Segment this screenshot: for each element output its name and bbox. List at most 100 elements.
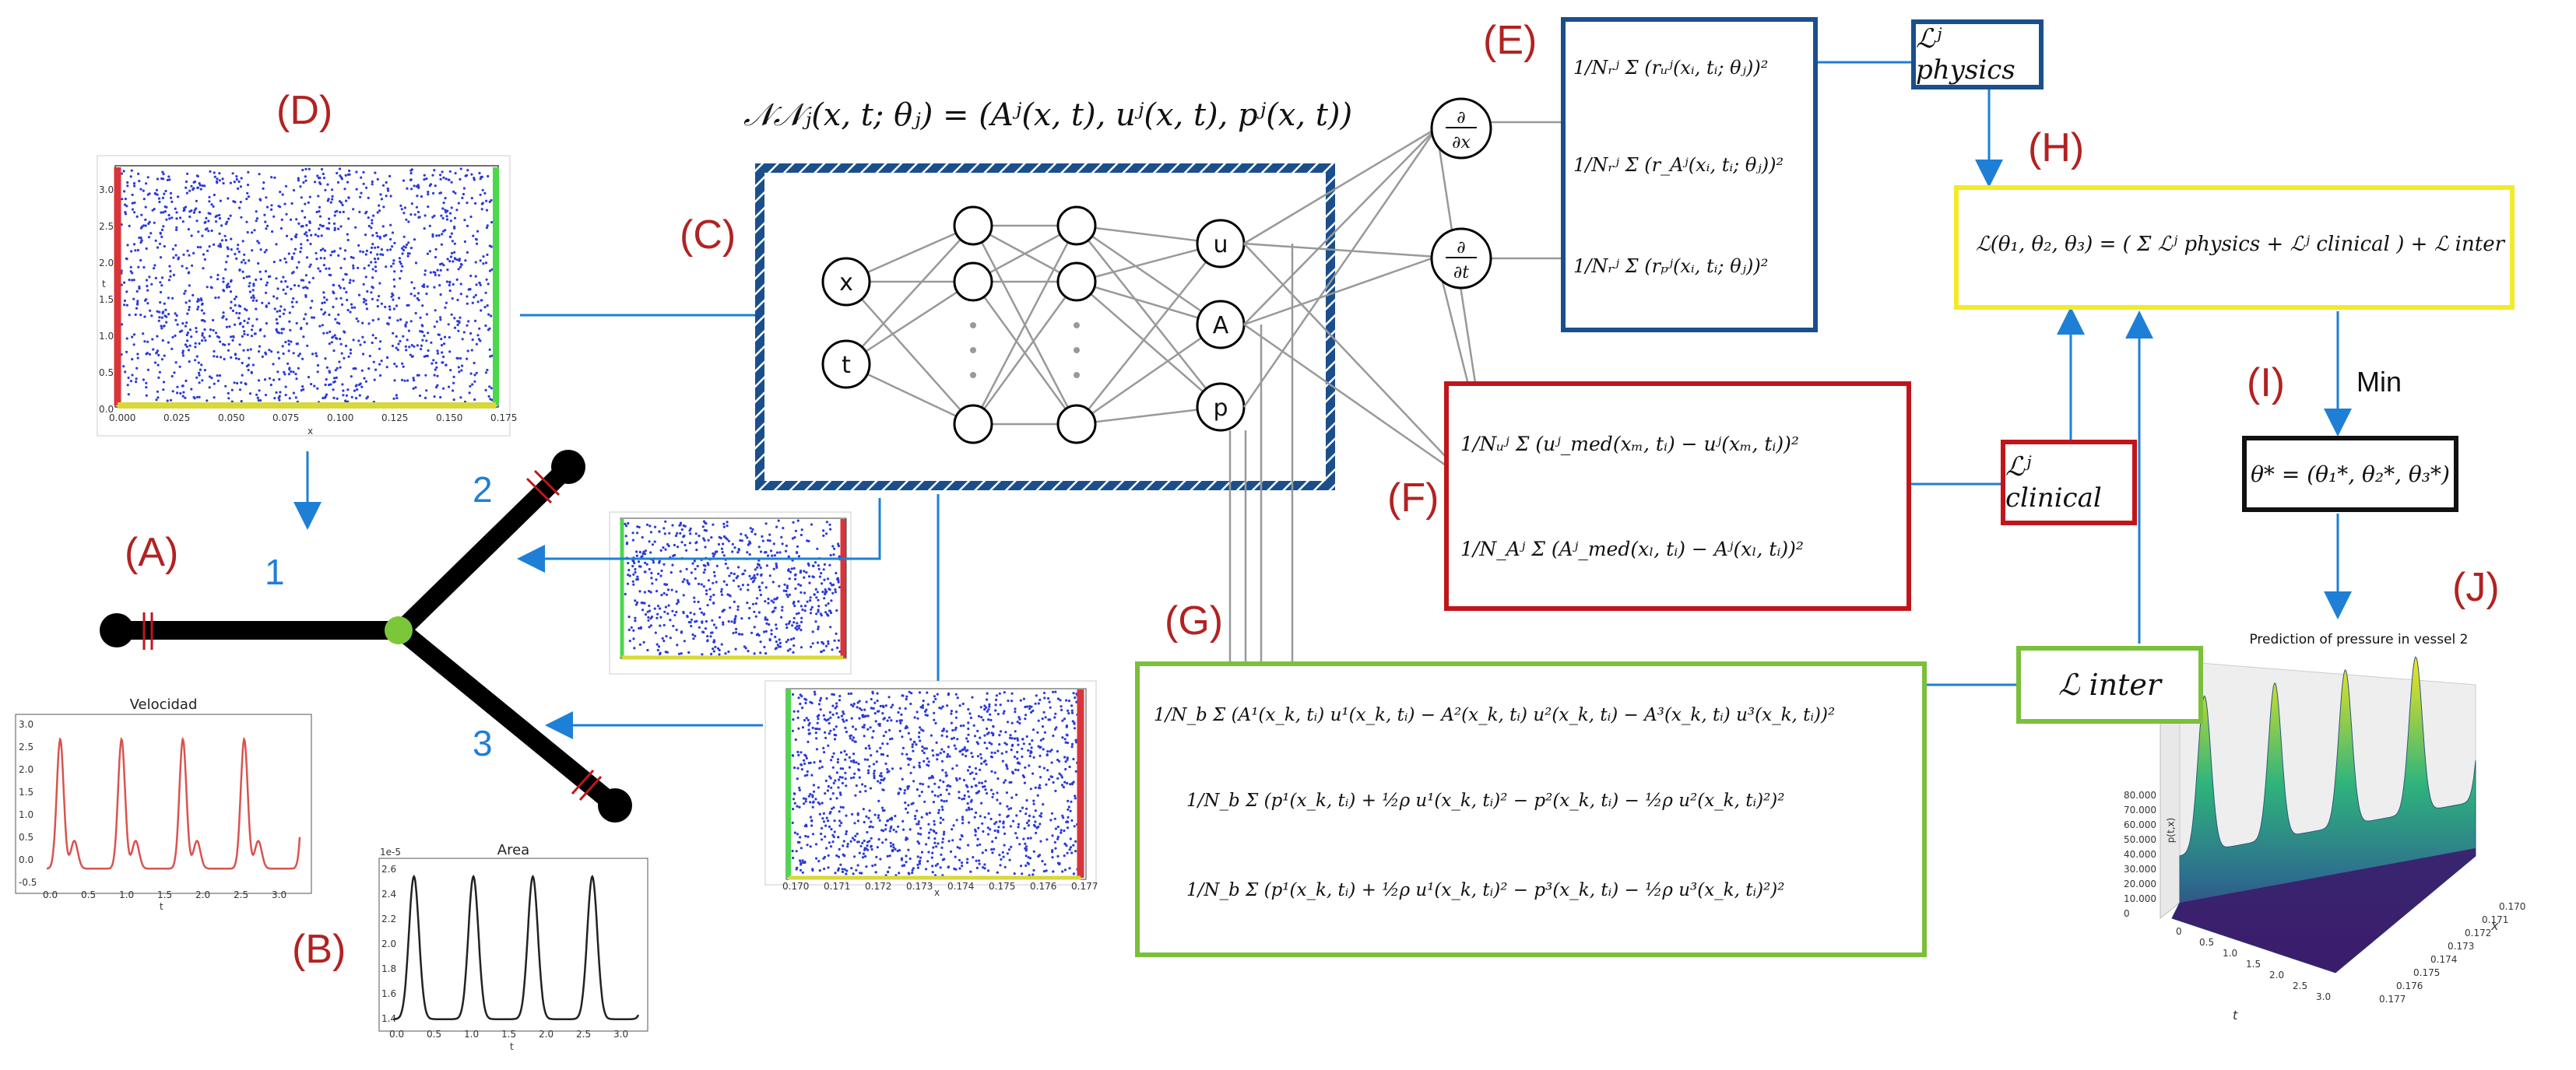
collocation-point xyxy=(792,616,796,619)
collocation-point xyxy=(848,766,851,769)
collocation-point xyxy=(299,251,302,254)
collocation-point xyxy=(685,549,688,552)
collocation-point xyxy=(457,366,460,369)
collocation-point xyxy=(243,330,246,333)
collocation-point xyxy=(692,637,695,640)
collocation-point xyxy=(791,693,795,696)
velocity-plot xyxy=(15,714,312,894)
collocation-point xyxy=(935,845,938,848)
collocation-point xyxy=(225,325,228,328)
collocation-point xyxy=(409,320,413,323)
collocation-point xyxy=(483,191,487,195)
collocation-point xyxy=(830,786,833,789)
collocation-point xyxy=(1045,783,1048,786)
collocation-point xyxy=(160,276,164,279)
collocation-point xyxy=(367,322,371,325)
collocation-point xyxy=(1012,819,1015,823)
collocation-point xyxy=(775,627,778,630)
collocation-point xyxy=(815,737,818,740)
collocation-point xyxy=(398,257,401,260)
collocation-point xyxy=(1043,731,1046,734)
collocation-point xyxy=(392,278,395,281)
velocity-ytick: 1.5 xyxy=(19,787,34,798)
collocation-point xyxy=(258,198,262,201)
collocation-point xyxy=(764,522,768,525)
collocation-point xyxy=(407,329,411,332)
collocation-point xyxy=(785,623,788,626)
collocation-point xyxy=(671,563,674,567)
collocation-point xyxy=(983,741,986,745)
collocation-point xyxy=(986,710,989,714)
collocation-point xyxy=(290,340,293,343)
collocation-point xyxy=(482,255,485,258)
collocation-point xyxy=(793,605,796,608)
collocation-point xyxy=(990,770,993,773)
collocation-point xyxy=(208,375,212,378)
collocation-point xyxy=(409,247,413,250)
collocation-point xyxy=(435,320,438,323)
collocation-point xyxy=(966,858,969,861)
collocation-point xyxy=(405,243,409,247)
collocation-point xyxy=(947,753,950,756)
collocation-point xyxy=(1067,709,1070,712)
collocation-point xyxy=(634,567,637,571)
collocation-point xyxy=(655,616,659,619)
collocation-point xyxy=(881,742,884,745)
collocation-point xyxy=(430,341,433,344)
collocation-point xyxy=(643,591,647,594)
collocation-point xyxy=(199,368,202,371)
collocation-point xyxy=(1063,756,1067,759)
optimal-parameters-box: θ* = (θ₁*, θ₂*, θ₃*) xyxy=(2242,436,2458,512)
collocation-point xyxy=(739,539,742,542)
collocation-point xyxy=(304,293,308,297)
collocation-point xyxy=(804,701,807,705)
collocation-point xyxy=(1034,702,1037,705)
collocation-point xyxy=(901,777,904,781)
collocation-point xyxy=(424,374,427,377)
collocation-point xyxy=(282,288,285,291)
collocation-point xyxy=(832,781,835,785)
collocation-point xyxy=(976,791,979,795)
collocation-point xyxy=(854,834,857,837)
collocation-point xyxy=(347,355,350,358)
collocation-point xyxy=(1009,734,1012,737)
clinical-term-area: 1/N_Aʲ Σ (Aʲ_med(xₗ, tᵢ) − Aʲ(xₗ, tᵢ))² xyxy=(1460,538,1804,560)
collocation-point xyxy=(751,528,754,531)
collocation-point xyxy=(366,395,369,398)
collocation-point xyxy=(453,257,457,260)
area-ytick: 2.2 xyxy=(381,914,397,924)
collocation-point xyxy=(392,397,395,400)
collocation-point xyxy=(962,724,965,728)
collocation-point xyxy=(473,380,476,383)
collocation-point xyxy=(837,867,840,870)
collocation-point xyxy=(875,760,878,763)
collocation-point xyxy=(485,278,488,281)
collocation-point xyxy=(339,286,342,289)
collocation-point xyxy=(884,731,887,734)
collocation-point xyxy=(391,245,394,248)
collocation-point xyxy=(490,387,493,390)
velocity-xtick: 2.5 xyxy=(234,889,249,900)
collocation-point xyxy=(1001,760,1004,763)
collocation-point xyxy=(1030,710,1033,714)
collocation-point xyxy=(405,321,408,324)
collocation-point xyxy=(286,362,290,365)
collocation-point xyxy=(220,356,223,359)
collocation-point xyxy=(905,861,908,864)
collocation-point xyxy=(947,840,951,843)
collocation-point xyxy=(160,228,164,231)
collocation-point xyxy=(958,704,961,707)
collocation-point xyxy=(403,206,407,209)
collocation-point xyxy=(288,367,291,371)
collocation-point xyxy=(335,297,338,300)
collocation-point xyxy=(1066,758,1069,761)
collocation-point xyxy=(408,346,411,349)
collocation-point xyxy=(1032,816,1035,819)
collocation-point xyxy=(907,804,910,807)
collocation-point xyxy=(1014,707,1017,710)
velocity-ytick: 2.5 xyxy=(19,742,34,753)
collocation-point xyxy=(795,850,798,853)
collocation-point xyxy=(701,630,705,633)
collocation-point xyxy=(1030,746,1033,749)
collocation-point xyxy=(682,594,685,597)
